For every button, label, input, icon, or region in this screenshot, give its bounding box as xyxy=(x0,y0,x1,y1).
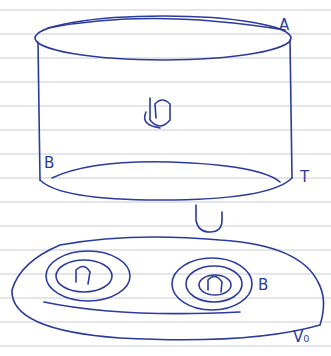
handlebody-drawing xyxy=(35,16,292,200)
inclusion-symbol xyxy=(196,205,222,232)
point-label: B xyxy=(44,156,54,171)
point-label: V₀ xyxy=(293,330,309,345)
point-label: A xyxy=(279,18,289,33)
ruled-lines xyxy=(0,10,331,346)
surface-drawing xyxy=(12,237,324,340)
point-label: T xyxy=(300,170,309,185)
point-label: B xyxy=(258,278,268,293)
